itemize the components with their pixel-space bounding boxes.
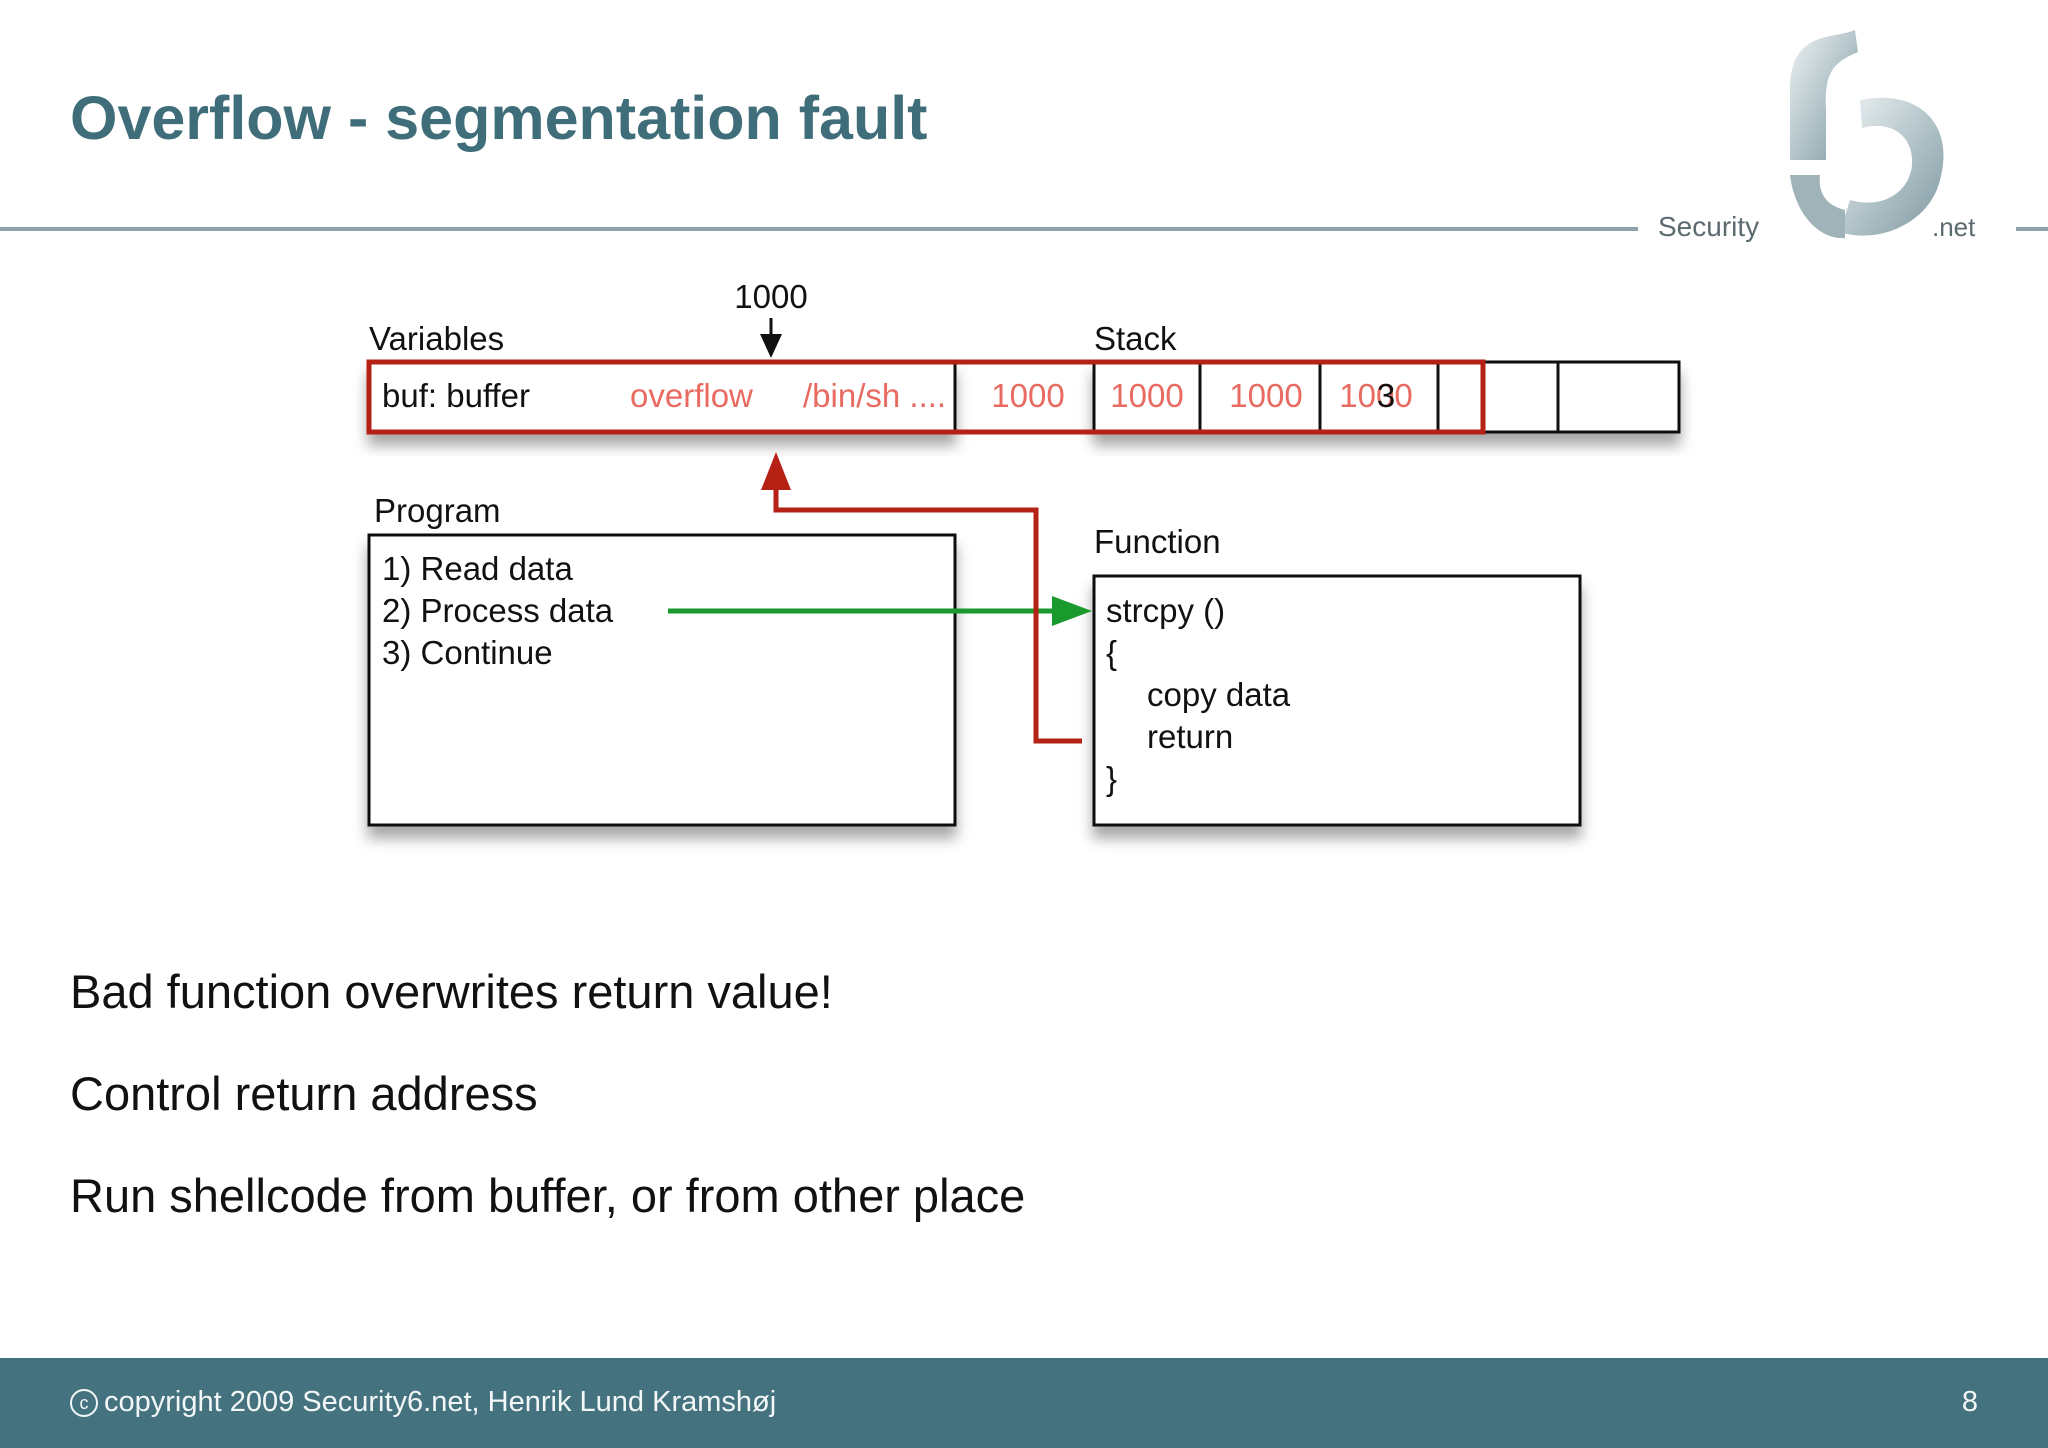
logo-right-text: .net [1932, 212, 1976, 242]
overflow-cell-value: 1000 [1229, 377, 1302, 414]
return-arrow-line [773, 482, 1082, 744]
security6-logo: Security .net [1658, 30, 1976, 242]
overflow-region-outline [366, 359, 1486, 435]
logo-left-text: Security [1658, 211, 1759, 242]
pointer-arrow-head [760, 334, 782, 358]
overflow-cell-value: 1000 [1339, 377, 1412, 414]
pointer-label: 1000 [734, 278, 807, 315]
slide-title: Overflow - segmentation fault [70, 84, 928, 152]
buffer-name: buf: buffer [382, 377, 530, 414]
logo-ring-bottom [1790, 175, 1845, 239]
program-box [367, 533, 957, 827]
program-label: Program [374, 492, 501, 529]
bullet-item: Bad function overwrites return value! [70, 965, 833, 1018]
bullet-item: Control return address [70, 1067, 538, 1120]
return-arrow-head [761, 452, 791, 490]
page-number: 8 [1961, 1386, 1978, 1418]
function-line: copy data [1147, 676, 1291, 713]
header-divider-right [2016, 227, 2048, 231]
call-arrow-head [1052, 596, 1092, 626]
copyright-text: copyright 2009 Security6.net, Henrik Lun… [104, 1386, 777, 1418]
function-box [1092, 574, 1582, 827]
overflow-diagram: 1000 Variables Stack buf: buffer overflo… [366, 278, 1681, 827]
program-line: 1) Read data [382, 550, 573, 587]
overflow-cell-value: 1000 [991, 377, 1064, 414]
stack-label: Stack [1094, 320, 1177, 357]
function-line: { [1106, 634, 1117, 671]
copyright-icon: c [70, 1389, 98, 1417]
header-divider [0, 227, 1638, 231]
overflow-text: overflow [630, 377, 753, 414]
function-label: Function [1094, 523, 1221, 560]
return-address-digit: 3 [1377, 377, 1395, 414]
shellcode-text: /bin/sh .... [803, 377, 946, 414]
program-line: 2) Process data [382, 592, 614, 629]
function-line: strcpy () [1106, 592, 1225, 629]
logo-hook-shape [1789, 30, 1858, 160]
bullet-list: Bad function overwrites return value! Co… [70, 968, 1025, 1274]
function-line: return [1147, 718, 1233, 755]
variables-label: Variables [369, 320, 504, 357]
logo-ring-shape [1840, 97, 1944, 236]
overflow-cell-value: 1000 [1110, 377, 1183, 414]
function-line: } [1106, 760, 1117, 797]
bullet-item: Run shellcode from buffer, or from other… [70, 1169, 1026, 1222]
program-line: 3) Continue [382, 634, 553, 671]
